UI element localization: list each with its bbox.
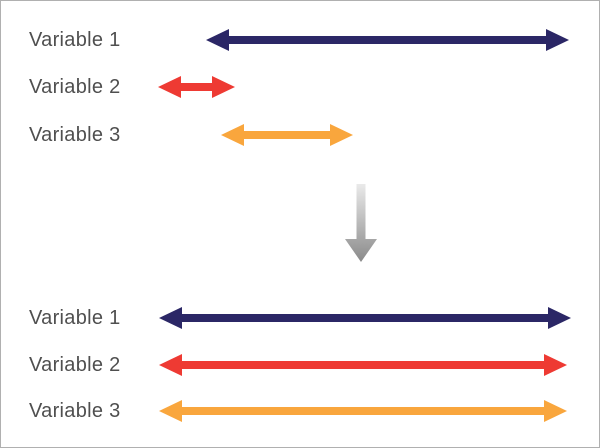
arrow-shaft (182, 407, 544, 415)
arrow-shaft (181, 83, 212, 91)
arrow-shaft (229, 36, 546, 44)
variable-1-label-bottom: Variable 1 (29, 307, 121, 329)
variable-3-label-bottom: Variable 3 (29, 400, 121, 422)
arrow-left-head-icon (159, 307, 182, 329)
variable-3-range-arrow-top (221, 123, 353, 147)
arrow-right-head-icon (544, 400, 567, 422)
variable-1-label-top: Variable 1 (29, 29, 121, 51)
arrow-right-head-icon (330, 124, 353, 146)
arrow-right-head-icon (212, 76, 235, 98)
variable-3-range-arrow-bottom (159, 399, 567, 423)
arrow-shaft (244, 131, 330, 139)
arrow-left-head-icon (221, 124, 244, 146)
arrow-left-head-icon (159, 400, 182, 422)
variable-1-range-arrow-bottom (159, 306, 571, 330)
variable-2-range-arrow-top (158, 75, 235, 99)
arrow-left-head-icon (158, 76, 181, 98)
variable-2-label-top: Variable 2 (29, 76, 121, 98)
arrow-right-head-icon (544, 354, 567, 376)
arrow-right-head-icon (546, 29, 569, 51)
variable-1-range-arrow-top (206, 28, 569, 52)
variable-3-label-top: Variable 3 (29, 124, 121, 146)
arrow-shaft (182, 361, 544, 369)
variable-2-range-arrow-bottom (159, 353, 567, 377)
arrow-left-head-icon (159, 354, 182, 376)
arrow-shaft (182, 314, 548, 322)
transform-down-arrow-icon (345, 184, 377, 262)
variable-2-label-bottom: Variable 2 (29, 354, 121, 376)
arrow-left-head-icon (206, 29, 229, 51)
arrow-right-head-icon (548, 307, 571, 329)
